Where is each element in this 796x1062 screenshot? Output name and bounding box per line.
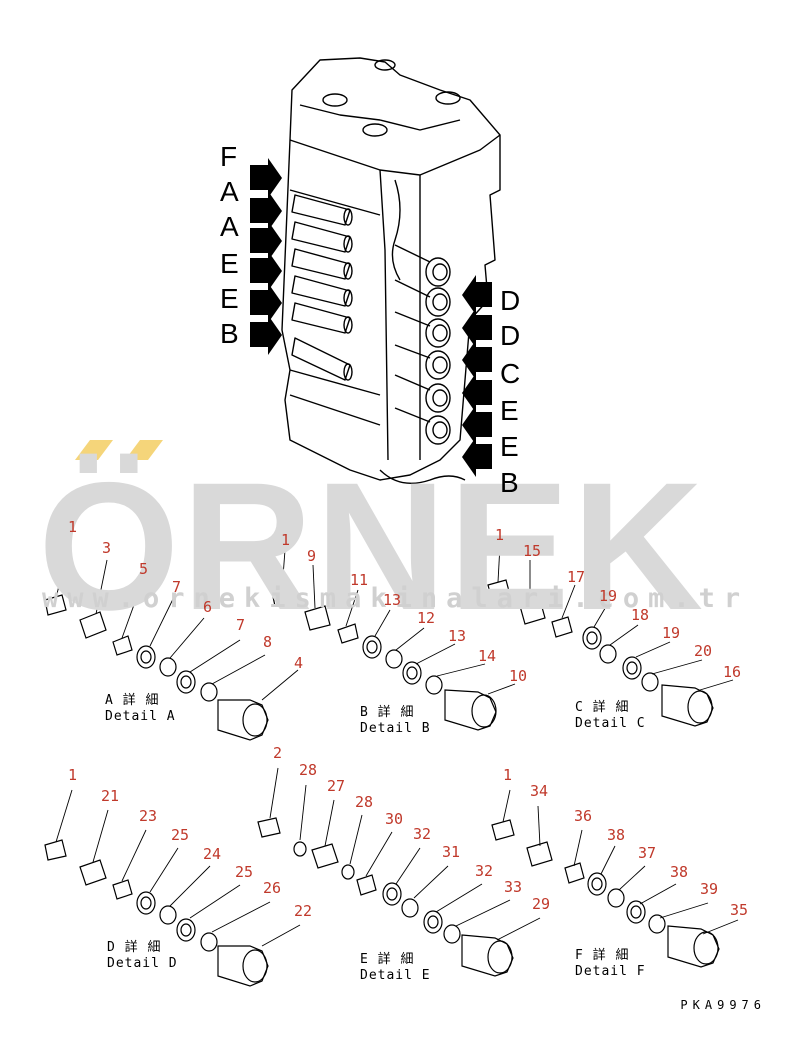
part-label: 1	[68, 766, 78, 784]
part-label: 28	[299, 761, 318, 779]
arrow-label-e1: E	[220, 248, 239, 279]
detail-caption-jp: B 詳 細	[360, 705, 415, 720]
detail-caption-jp: D 詳 細	[107, 940, 162, 955]
detail-caption-en: Detail F	[575, 964, 646, 980]
detail-caption-en: Detail A	[105, 709, 176, 725]
part-label: 32	[413, 825, 432, 843]
part-label: 35	[730, 901, 749, 919]
detail-caption-en: Detail B	[360, 721, 431, 737]
leader-lines	[55, 539, 739, 947]
part-label: 20	[694, 642, 713, 660]
part-label: 33	[504, 878, 523, 896]
part-label: 7	[236, 616, 246, 634]
arrow-label-d2: D	[500, 320, 521, 351]
detail-d-caption: D 詳 細 Detail D	[107, 940, 178, 973]
part-label: 1	[68, 518, 78, 536]
part-label: 28	[355, 793, 374, 811]
part-label: 11	[350, 571, 369, 589]
detail-caption-en: Detail E	[360, 968, 431, 984]
part-label: 27	[327, 777, 346, 795]
part-label: 37	[638, 844, 657, 862]
arrow-label-e3: E	[500, 395, 519, 426]
part-label: 15	[523, 542, 542, 560]
part-label: 21	[101, 787, 120, 805]
part-label: 30	[385, 810, 404, 828]
part-label: 25	[235, 863, 254, 881]
part-label: 13	[448, 627, 467, 645]
part-label: 32	[475, 862, 494, 880]
part-label: 19	[662, 624, 681, 642]
left-spools	[291, 194, 353, 381]
drawing-code: PKA9976	[680, 998, 766, 1012]
detail-f-caption: F 詳 細 Detail F	[575, 948, 646, 981]
part-label: 38	[607, 826, 626, 844]
part-label: 2	[273, 744, 283, 762]
part-label: 18	[631, 606, 650, 624]
part-label: 9	[307, 547, 317, 565]
part-label: 31	[442, 843, 461, 861]
part-label: 34	[530, 782, 549, 800]
part-label: 14	[478, 647, 497, 665]
detail-caption-jp: F 詳 細	[575, 948, 630, 963]
arrow-label-e2: E	[220, 283, 239, 314]
detail-c-parts	[487, 579, 714, 727]
arrow-label-b1: B	[220, 318, 239, 349]
part-label: 5	[139, 560, 149, 578]
detail-d-parts	[44, 839, 269, 987]
detail-f-parts	[491, 819, 720, 968]
exploded-details	[44, 579, 720, 987]
part-label: 1	[495, 526, 505, 544]
arrow-label-b2: B	[500, 467, 519, 498]
part-label: 8	[263, 633, 273, 651]
part-label: 3	[102, 539, 112, 557]
detail-caption-en: Detail D	[107, 956, 178, 972]
detail-caption-en: Detail C	[575, 716, 646, 732]
left-arrows	[250, 158, 282, 355]
detail-caption-jp: A 詳 細	[105, 693, 160, 708]
arrow-label-c: C	[500, 358, 521, 389]
detail-c-caption: C 詳 細 Detail C	[575, 700, 646, 733]
part-label: 22	[294, 902, 313, 920]
right-plugs	[394, 244, 451, 445]
part-label: 16	[723, 663, 742, 681]
valve-block-outline	[281, 57, 501, 481]
part-label: 1	[503, 766, 513, 784]
part-label: 7	[172, 578, 182, 596]
part-label: 1	[281, 531, 291, 549]
detail-e-caption: E 詳 細 Detail E	[360, 952, 431, 985]
part-label: 36	[574, 807, 593, 825]
part-label: 26	[263, 879, 282, 897]
part-label: 29	[532, 895, 551, 913]
part-label: 24	[203, 845, 222, 863]
part-label: 23	[139, 807, 158, 825]
arrow-label-a2: A	[220, 211, 239, 242]
detail-caption-jp: E 詳 細	[360, 952, 415, 967]
part-label: 12	[417, 609, 436, 627]
part-label: 25	[171, 826, 190, 844]
detail-b-parts	[271, 587, 497, 731]
part-label: 10	[509, 667, 528, 685]
arrow-label-e4: E	[500, 431, 519, 462]
detail-caption-jp: C 詳 細	[575, 700, 630, 715]
part-label: 4	[294, 654, 304, 672]
arrow-label-f: F	[220, 141, 238, 172]
arrow-label-d1: D	[500, 285, 521, 316]
part-label: 39	[700, 880, 719, 898]
detail-a-caption: A 詳 細 Detail A	[105, 693, 176, 726]
arrow-label-a1: A	[220, 176, 239, 207]
part-label: 13	[383, 591, 402, 609]
part-label: 19	[599, 587, 618, 605]
part-label: 6	[203, 598, 213, 616]
right-arrows	[462, 275, 492, 477]
part-label: 38	[670, 863, 689, 881]
part-label: 17	[567, 568, 586, 586]
detail-b-caption: B 詳 細 Detail B	[360, 705, 431, 738]
